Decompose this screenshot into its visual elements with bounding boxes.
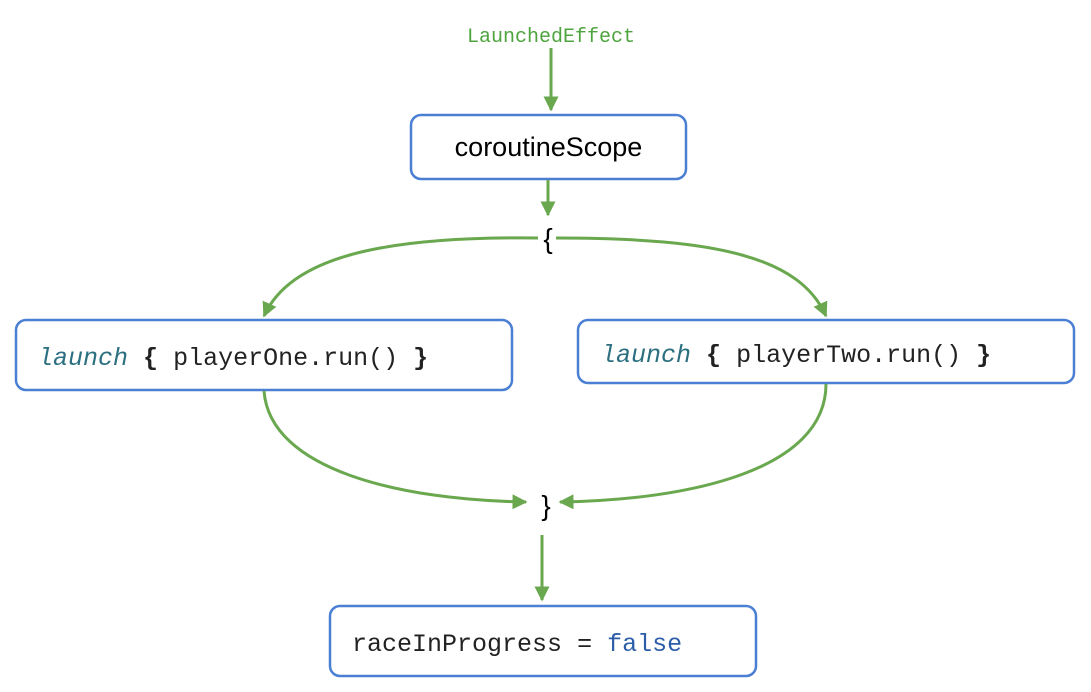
close-brace: } [541, 490, 550, 521]
arrow-brace-to-launch-two [555, 236, 828, 318]
result-operator: = [577, 630, 592, 659]
launch-two-open-brace: { [706, 341, 721, 370]
svg-text:raceInProgress = false: raceInProgress = false [352, 630, 682, 659]
race-in-progress-node: raceInProgress = false [328, 604, 758, 678]
launch-one-open-brace: { [143, 344, 158, 373]
arrow-brace-to-launch-one [262, 236, 539, 318]
svg-text:launch { playerOne.run() }: launch { playerOne.run() } [38, 344, 428, 373]
arrow-launch-two-to-close-brace [558, 383, 828, 510]
launch-one-body: playerOne.run() [173, 344, 398, 373]
launch-player-two-node: launch { playerTwo.run() } [576, 318, 1076, 385]
arrow-launch-one-to-close-brace [262, 390, 528, 510]
result-lhs: raceInProgress [352, 630, 562, 659]
launch-two-keyword: launch [601, 341, 691, 370]
open-brace: { [543, 223, 552, 254]
launch-player-one-node: launch { playerOne.run() } [14, 318, 514, 392]
launched-effect-label: LaunchedEffect [467, 26, 635, 49]
launch-two-close-brace: } [976, 341, 991, 370]
launch-one-keyword: launch [38, 344, 128, 373]
result-value: false [607, 630, 682, 659]
launch-two-body: playerTwo.run() [736, 341, 961, 370]
coroutine-scope-label: coroutineScope [455, 132, 643, 162]
launch-one-close-brace: } [413, 344, 428, 373]
svg-text:launch { playerTwo.run() }: launch { playerTwo.run() } [601, 341, 991, 370]
coroutine-scope-node: coroutineScope [409, 113, 688, 181]
